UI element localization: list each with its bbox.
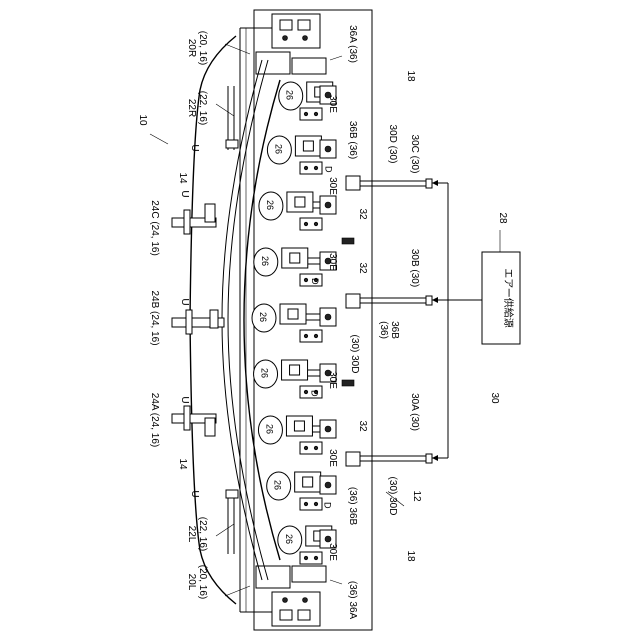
label-30E: 30E [327,253,338,271]
label-U: U [179,298,190,305]
label-30A: 30A (30) [409,393,420,431]
label-20L: (20, 16) [197,565,208,599]
label-U: U [189,490,200,497]
ref-26-label: 26 [260,368,270,378]
label-30D: (30) 30D [387,477,398,516]
label-36B: (36) 36B [347,487,358,526]
label-36B: 36B [389,321,400,339]
ref-26-label: 26 [273,144,283,154]
support-24B [172,310,224,334]
label-10: 10 [137,114,148,126]
label-28: 28 [497,212,508,224]
ref-26-label: 26 [265,200,275,210]
label-30B: 30B (30) [409,249,420,287]
ref-D-label: D [310,278,320,285]
label-24A: 24A (24, 16) [149,393,160,447]
clamp-unit: 26 [259,192,336,230]
label-30D: 30D (30) [387,125,398,164]
support-u-bottom [226,490,238,498]
label-30C: 30C (30) [409,135,420,174]
label-18: 18 [405,70,416,82]
label-24C: 24C (24, 16) [149,200,160,256]
ref-26-label: 26 [260,256,270,266]
label-22R: 22R [186,99,197,117]
label-22L: (22, 16) [197,517,208,551]
ref-26-label: 26 [285,90,295,100]
label-18: 18 [405,550,416,562]
label-36B: (36) [378,321,389,339]
clamp-unit: 26D [254,360,336,398]
label-U: U [179,190,190,197]
ref-26-label: 26 [258,312,268,322]
clamp-unit: 26 [258,416,336,454]
label-30D: (30) 30D [349,335,360,374]
ref-D-label: D [323,502,333,509]
label-14: 14 [177,172,188,184]
label-12: 12 [411,490,422,502]
label-22R: (22, 16) [197,91,208,125]
clamp-unit: 26D [254,248,336,286]
air-source-box [482,252,520,344]
support-24C [172,204,216,234]
label-20R: (20, 16) [197,31,208,65]
label-U: U [179,396,190,403]
ref-26-label: 26 [284,534,294,544]
label-20L: 20L [186,574,197,591]
label-32: 32 [357,208,368,220]
support-u-top [226,140,238,148]
clamp-unit: 26 [252,304,336,342]
clamp-unit: 26D [267,472,336,510]
clamp-units: 2626D2626D2626D2626D26 [252,82,336,564]
label-U: U [189,144,200,151]
label-20R: 20R [186,39,197,57]
label-22L: 22L [186,526,197,543]
ref-26-label: 26 [264,424,274,434]
ref-D-label: D [323,166,333,173]
label-36A: (36) 36A [347,581,358,620]
label-30E: 30E [327,371,338,389]
label-24B: 24B (24, 16) [149,290,160,345]
label-30E: 30E [327,543,338,561]
support-24A [172,406,216,436]
label-32: 32 [357,420,368,432]
clamp-unit: 26D [267,136,336,174]
label-30: 30 [489,392,500,404]
label-30E: 30E [327,177,338,195]
label-30E: 30E [327,449,338,467]
ref-26-label: 26 [273,480,283,490]
label-36A: 36A (36) [347,25,358,63]
ref-D-label: D [310,390,320,397]
label-30E: 30E [327,95,338,113]
label-32: 32 [357,262,368,274]
label-36B: 36B (36) [347,121,358,159]
label-14: 14 [177,458,188,470]
air-source-label: エアー供給源 [502,268,515,327]
